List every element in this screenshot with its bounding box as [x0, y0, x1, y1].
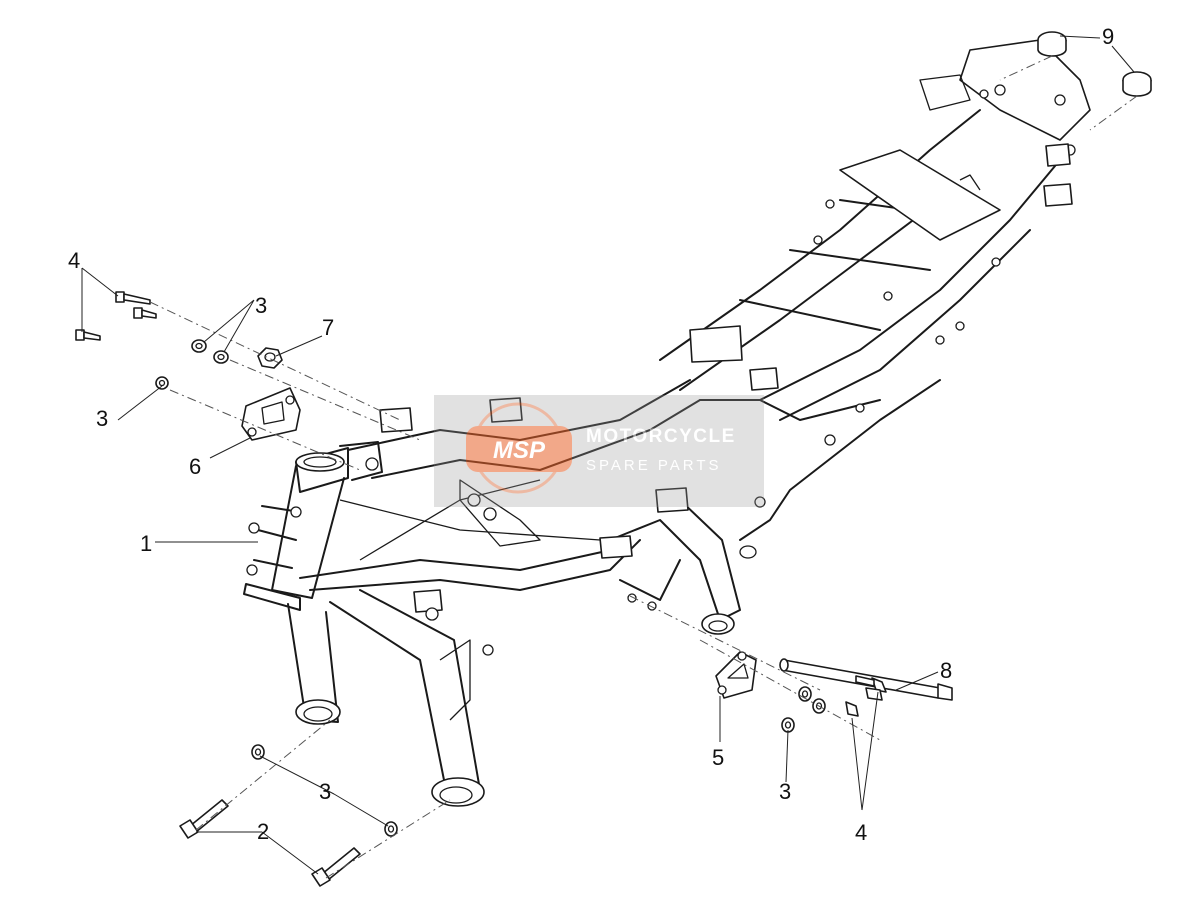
watermark-logo: MSP — [493, 437, 546, 464]
rubber-plugs — [1037, 31, 1152, 97]
callout-3-top: 3 — [255, 293, 267, 318]
leader-lines — [81, 35, 1135, 875]
callout-9: 9 — [1102, 24, 1114, 49]
callout-3-left: 3 — [96, 406, 108, 431]
callout-3-right: 3 — [779, 779, 791, 804]
watermark-logo-badge — [466, 426, 572, 472]
assembly-lines — [149, 55, 1138, 879]
callout-8: 8 — [940, 658, 952, 683]
right-engine-bracket — [715, 651, 757, 699]
callout-3-bottom: 3 — [319, 779, 331, 804]
callout-labels: 1 2 3 3 3 3 4 4 5 6 7 8 9 — [68, 24, 1114, 845]
callout-5: 5 — [712, 745, 724, 770]
watermark-subtitle: SPARE PARTS — [586, 457, 722, 474]
callout-4-left: 4 — [68, 248, 80, 273]
callout-7: 7 — [322, 315, 334, 340]
watermark: MSP MOTORCYCLE SPARE PARTS — [434, 395, 764, 507]
watermark-title: MOTORCYCLE — [586, 426, 736, 447]
callout-6: 6 — [189, 454, 201, 479]
main-frame — [243, 39, 1091, 807]
left-engine-bracket — [241, 387, 301, 441]
screws — [75, 291, 887, 717]
callout-4-right: 4 — [855, 820, 867, 845]
flange-nut — [257, 347, 283, 369]
callout-2: 2 — [257, 819, 269, 844]
callout-1: 1 — [140, 531, 152, 556]
